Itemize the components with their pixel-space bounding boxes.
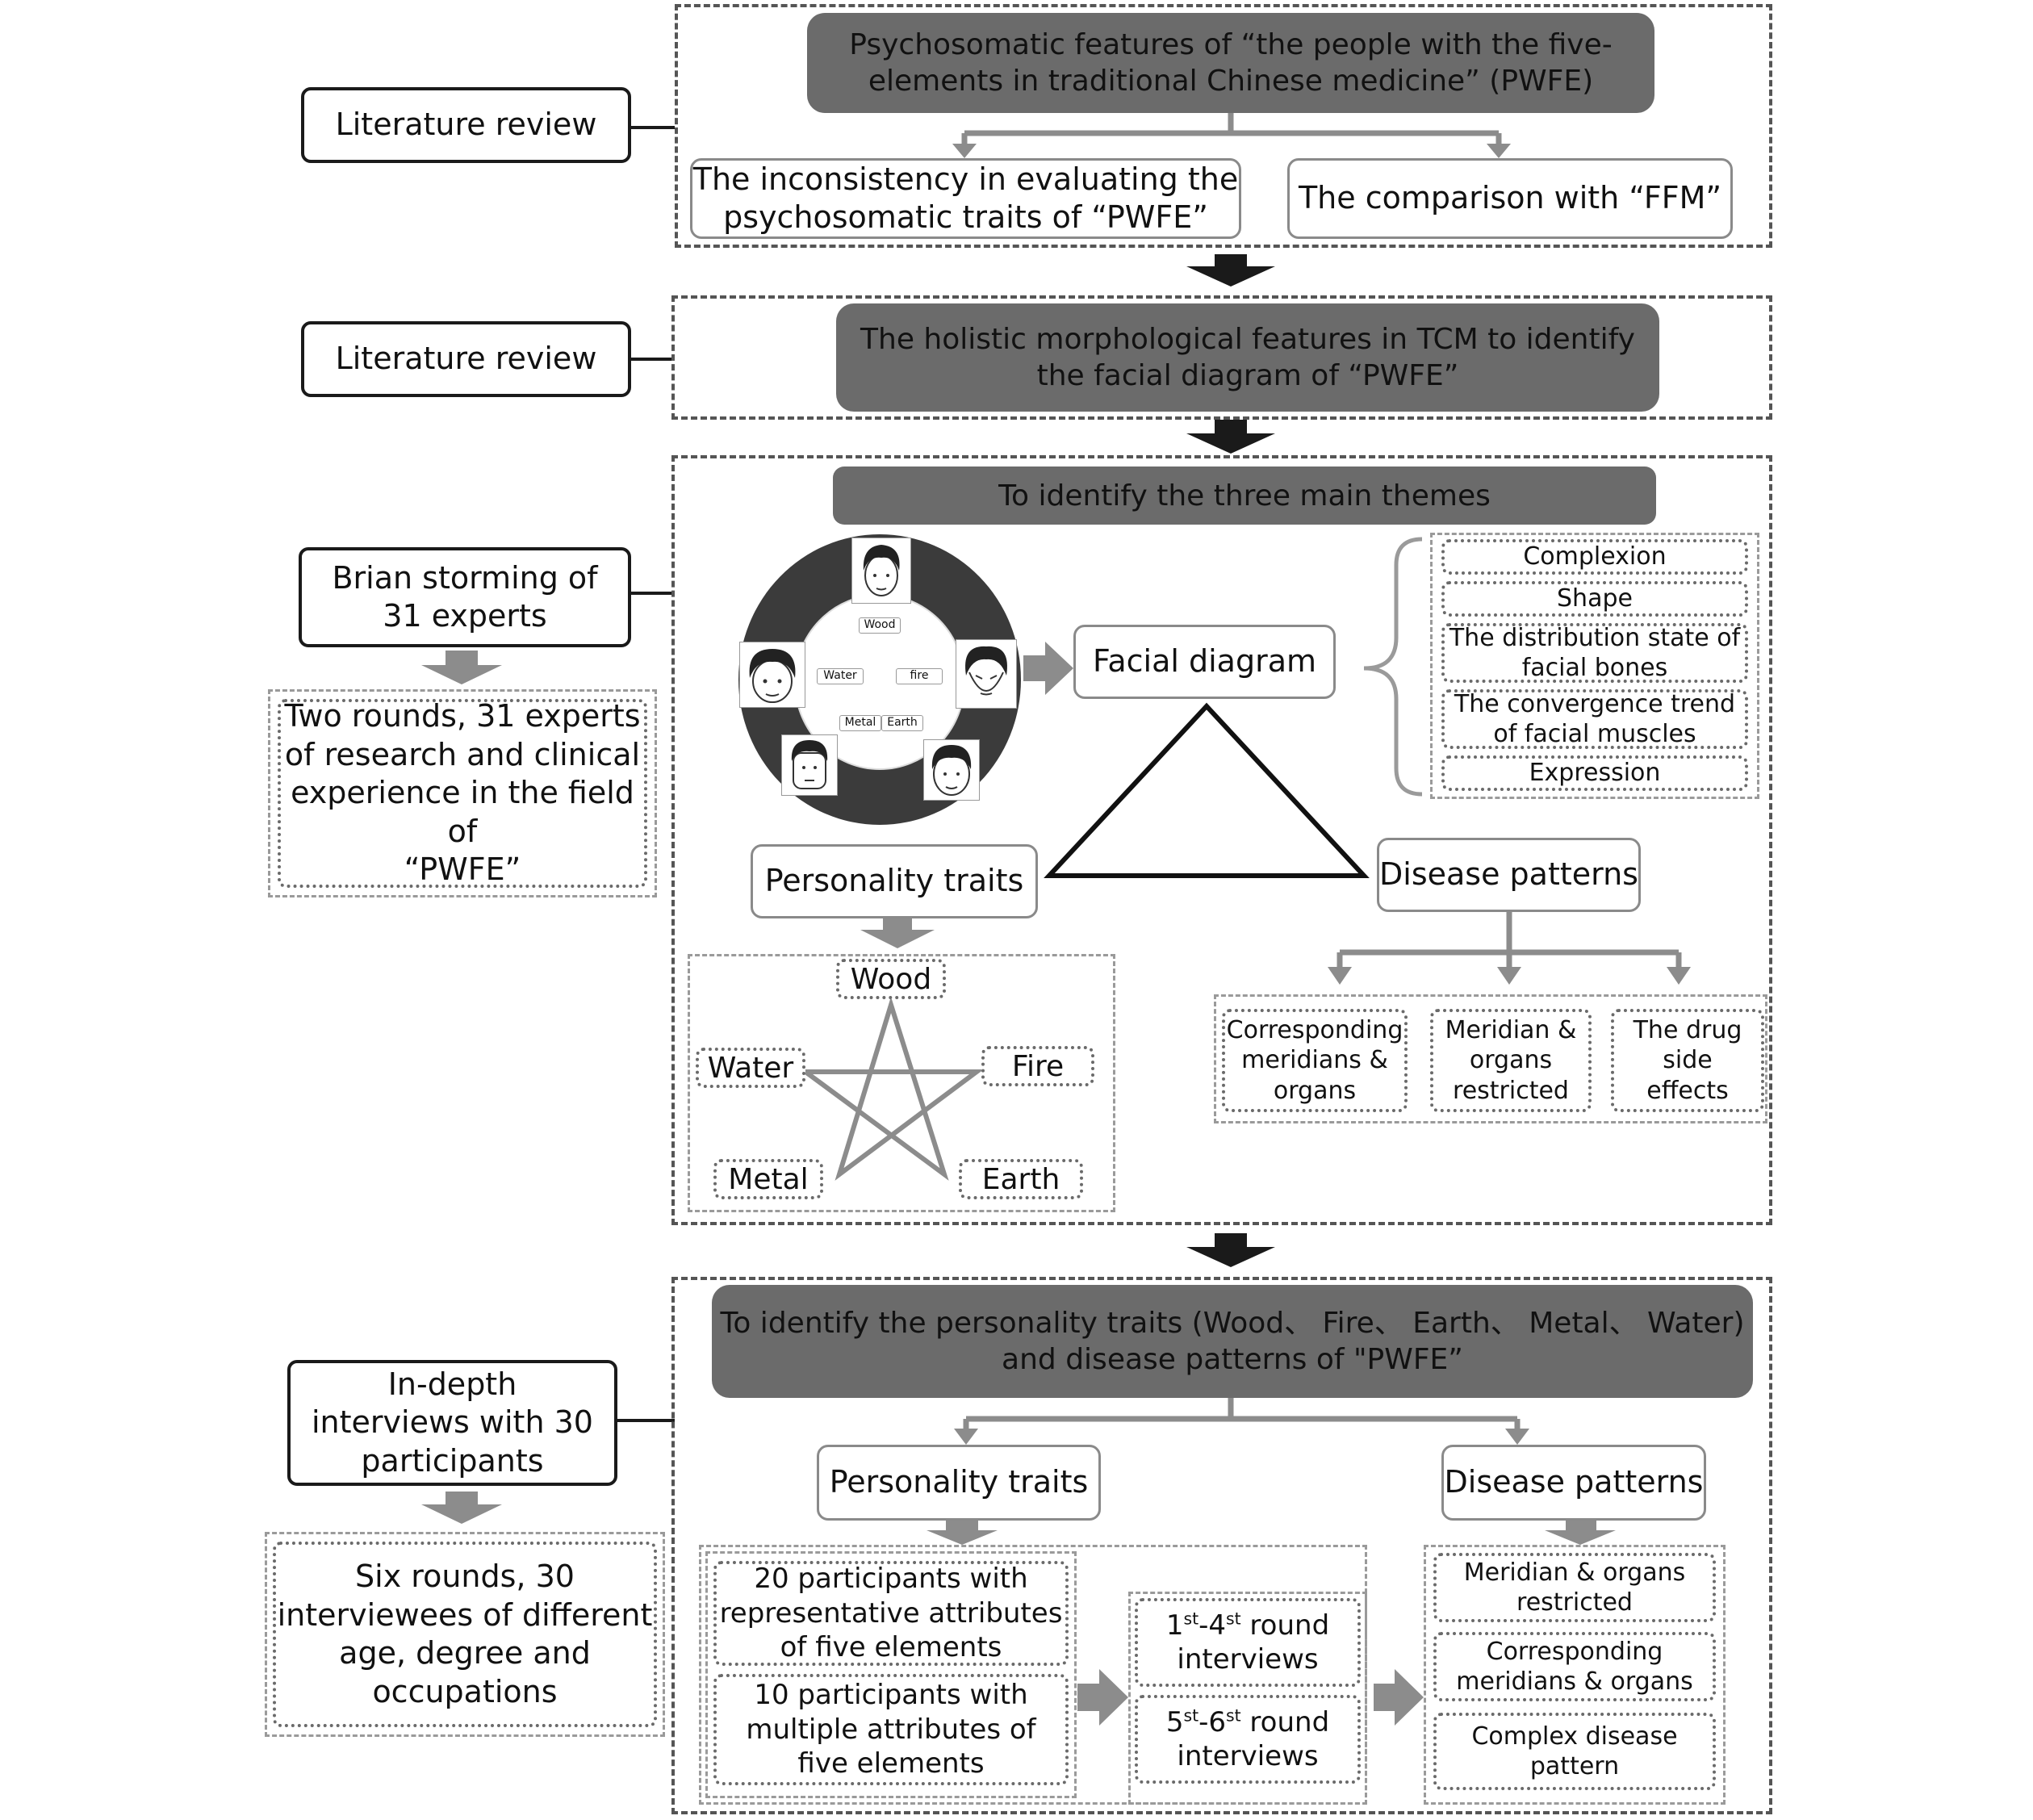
- element-fire: Fire: [981, 1046, 1094, 1086]
- rounds-frame: [1128, 1592, 1367, 1805]
- down-arrow-3: [1186, 1233, 1275, 1267]
- facial-item-shape: Shape: [1441, 581, 1748, 617]
- participants-frame: [705, 1551, 1077, 1798]
- element-wood: Wood: [836, 959, 946, 999]
- section4-side-detail: Six rounds, 30 interviewees of different…: [273, 1542, 657, 1727]
- section2-side-label: Literature review: [301, 321, 631, 397]
- ffm-comparison-box: The comparison with “FFM”: [1287, 158, 1733, 239]
- down-arrow-indepth: [421, 1492, 502, 1524]
- wheel-label-fire: fire: [896, 668, 943, 684]
- rounds-5-6: 5st-6st round interviews: [1135, 1695, 1361, 1784]
- section3-side-frame: [268, 689, 657, 897]
- facial-diagram-box: Facial diagram: [1073, 625, 1336, 699]
- wheel-label-wood: Wood: [859, 617, 901, 634]
- down-arrow-personality-2: [927, 1521, 998, 1545]
- disease-items-frame: [1214, 994, 1767, 1123]
- section4-frame: [671, 1277, 1772, 1814]
- inconsistency-box: The inconsistency in evaluating the psyc…: [690, 158, 1241, 239]
- section3-header: To identify the three main themes: [833, 467, 1656, 525]
- facial-item-complexion: Complexion: [1441, 539, 1748, 575]
- section1-side-label: Literature review: [301, 87, 631, 163]
- disease-item-corresponding: Corresponding meridians & organs: [1222, 1009, 1408, 1112]
- element-pentagram: [797, 996, 985, 1181]
- disease-patterns-box: Disease patterns: [1377, 838, 1641, 912]
- section1-header: Psychosomatic features of “the people wi…: [807, 13, 1654, 113]
- rounds-5-6-text: 5st-6st round interviews: [1165, 1705, 1330, 1772]
- facial-item-expression: Expression: [1441, 755, 1748, 791]
- wheel-label-metal: Metal: [839, 715, 881, 731]
- facial-items-frame: [1430, 533, 1759, 799]
- right-arrow-wheel: [1023, 642, 1073, 695]
- right-arrow-participants: [1077, 1669, 1128, 1726]
- section4-header: To identify the personality traits (Wood…: [712, 1285, 1753, 1398]
- elements-frame: [688, 954, 1115, 1212]
- section1-frame: [675, 4, 1772, 248]
- wheel-label-water: Water: [817, 668, 864, 684]
- down-arrow-brainstorm: [421, 651, 502, 684]
- section2-frame: [671, 295, 1772, 420]
- facial-item-bones: The distribution state of facial bones: [1441, 623, 1748, 683]
- rounds-1-4: 1st-4st round interviews: [1135, 1598, 1361, 1687]
- disease2-corresponding: Corresponding meridians & organs: [1433, 1632, 1716, 1701]
- down-arrow-2: [1186, 420, 1275, 454]
- section3-side-label: Brian storming of 31 experts: [299, 547, 631, 647]
- disease2-restricted: Meridian & organs restricted: [1433, 1553, 1716, 1622]
- section3-side-detail: Two rounds, 31 experts of research and c…: [278, 698, 647, 888]
- down-arrow-personality: [860, 916, 935, 948]
- section3-frame: [671, 455, 1772, 1225]
- facial-bracket: [1363, 537, 1423, 797]
- disease-item-drug: The drug side effects: [1611, 1009, 1764, 1112]
- face-portrait-icon: [923, 739, 980, 801]
- participants-representative: 20 participants with representative attr…: [713, 1561, 1069, 1666]
- personality-traits-box: Personality traits: [751, 844, 1038, 918]
- wheel-label-earth: Earth: [881, 715, 923, 731]
- theme-triangle: [1044, 702, 1370, 878]
- right-arrow-rounds: [1374, 1669, 1424, 1726]
- disease-patterns-box-2: Disease patterns: [1441, 1445, 1706, 1521]
- disease2-complex: Complex disease pattern: [1433, 1713, 1716, 1790]
- face-portrait-icon: [851, 538, 911, 604]
- personality-traits-box-2: Personality traits: [817, 1445, 1101, 1521]
- face-portrait-icon: [956, 639, 1017, 709]
- disease-item-restricted: Meridian & organs restricted: [1430, 1009, 1592, 1112]
- element-earth: Earth: [959, 1159, 1083, 1199]
- element-water: Water: [696, 1048, 805, 1088]
- section4-side-label: In-depth interviews with 30 participants: [287, 1360, 617, 1486]
- five-elements-wheel: Wood Water fire Metal Earth: [736, 533, 1023, 826]
- rounds-1-4-text: 1st-4st round interviews: [1165, 1609, 1330, 1676]
- section2-header: The holistic morphological features in T…: [836, 303, 1659, 412]
- facial-item-muscles: The convergence trend of facial muscles: [1441, 689, 1748, 749]
- disease-items-frame-2: [1424, 1545, 1726, 1805]
- face-portrait-icon: [781, 734, 838, 796]
- face-portrait-icon: [739, 642, 805, 708]
- participants-multiple: 10 participants with multiple attributes…: [713, 1674, 1069, 1785]
- down-arrow-disease-2: [1545, 1521, 1616, 1545]
- section4-side-frame: [265, 1532, 665, 1737]
- element-metal: Metal: [713, 1159, 823, 1199]
- down-arrow-1: [1186, 254, 1275, 287]
